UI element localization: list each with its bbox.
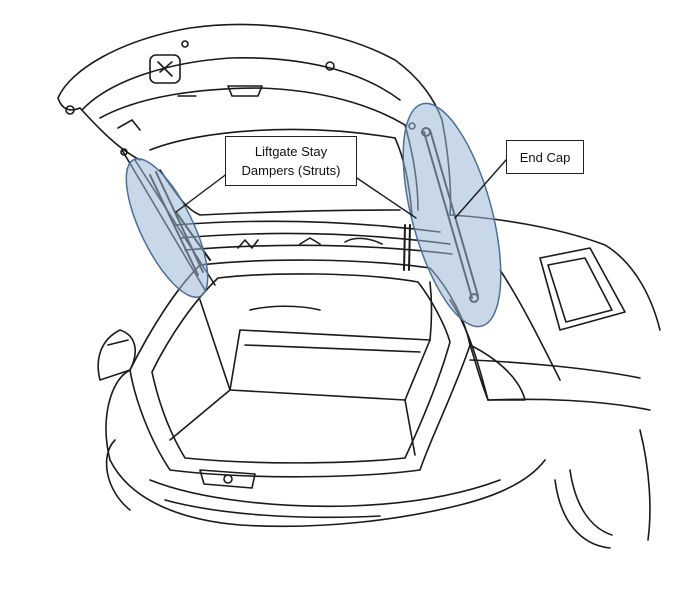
right-strut-highlight xyxy=(402,102,502,328)
leader-end-cap xyxy=(454,159,507,219)
end-cap-label: End Cap xyxy=(519,150,571,165)
leader-struts-left xyxy=(175,169,233,213)
left-strut-highlight xyxy=(125,157,209,299)
struts-label-line1: Liftgate Stay xyxy=(254,144,328,159)
struts-callout-label: Liftgate Stay Dampers (Struts) xyxy=(225,136,357,186)
end-cap-callout-label: End Cap xyxy=(506,140,584,174)
struts-label-line2: Dampers (Struts) xyxy=(241,163,341,178)
